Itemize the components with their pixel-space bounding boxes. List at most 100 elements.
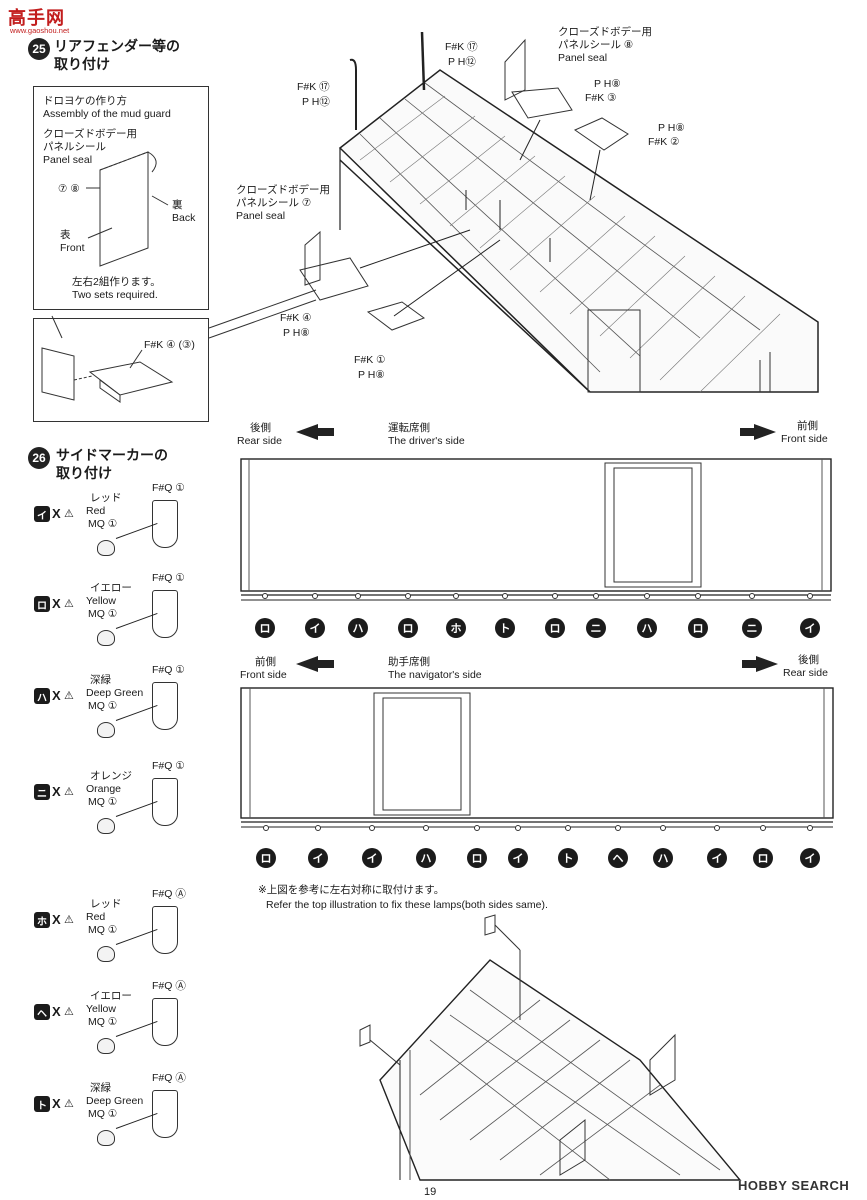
driver-front-en: Front side — [781, 433, 828, 445]
marker-lens-shape — [152, 500, 178, 548]
marker-qty-x: X — [52, 784, 61, 799]
marker-warning-icon: ⚠ — [64, 1006, 74, 1018]
side-marker-badge: イ — [800, 848, 820, 868]
side-marker-lamp — [474, 825, 480, 831]
side-marker-badge: イ — [305, 618, 325, 638]
seal-numbers: ⑦ ⑧ — [58, 183, 80, 195]
page-number: 19 — [424, 1186, 437, 1198]
label-ph12-left: P H⑫ — [302, 96, 330, 108]
marker-warning-icon: ⚠ — [64, 914, 74, 926]
marker-color-jp: イエロー — [90, 582, 132, 594]
marker-part-label: F#Q Ⓐ — [152, 1072, 186, 1084]
top-panel-seal-en: Panel seal — [558, 52, 608, 64]
side-marker-badge: ハ — [637, 618, 657, 638]
side-marker-lamp — [423, 825, 429, 831]
side-marker-lamp — [807, 593, 813, 599]
marker-warning-icon: ⚠ — [64, 598, 74, 610]
side-marker-badge: イ — [508, 848, 528, 868]
mud-guard-title-jp: ドロヨケの作り方 — [43, 95, 127, 107]
driver-rear-jp: 後側 — [250, 422, 271, 434]
step-25-title-1: リアフェンダー等の — [54, 38, 180, 54]
side-marker-lamp — [262, 593, 268, 599]
side-marker-lamp — [807, 825, 813, 831]
note-jp: ※上図を参考に左右対称に取付けます。 — [258, 884, 445, 896]
watermark-logo-cn: 高手网 — [8, 8, 65, 28]
marker-part-label: F#Q Ⓐ — [152, 980, 186, 992]
panel-seal-jp-2: パネルシール — [43, 141, 106, 153]
two-sets-en: Two sets required. — [72, 289, 158, 301]
marker-mq-label: MQ ① — [88, 796, 118, 808]
side-marker-badge: ヘ — [608, 848, 628, 868]
marker-bulb-shape — [97, 722, 115, 738]
label-fk17-top: F#K ⑰ — [445, 41, 478, 53]
marker-part-label: F#Q Ⓐ — [152, 888, 186, 900]
label-ph8-a: P H⑧ — [594, 78, 621, 90]
marker-bulb-shape — [97, 540, 115, 556]
marker-color-en: Red — [86, 505, 106, 517]
marker-bulb-shape — [97, 630, 115, 646]
side-marker-lamp — [644, 593, 650, 599]
nav-front-jp: 前側 — [255, 656, 276, 668]
side-marker-badge: ロ — [256, 848, 276, 868]
marker-key-badge: ヘ — [34, 1004, 50, 1020]
side-marker-badge: ロ — [753, 848, 773, 868]
side-marker-badge: イ — [308, 848, 328, 868]
side-marker-lamp — [593, 593, 599, 599]
side-marker-lamp — [453, 593, 459, 599]
marker-part-label: F#Q ① — [152, 482, 185, 494]
step-26-title-1: サイドマーカーの — [56, 447, 168, 463]
label-fk4: F#K ④ — [280, 312, 312, 324]
side-marker-badge: イ — [707, 848, 727, 868]
side-marker-badge: ロ — [398, 618, 418, 638]
watermark-hobby-search: HOBBY SEARCH — [738, 1178, 850, 1193]
panel-seal-jp-1: クローズドボデー用 — [43, 128, 137, 140]
marker-bulb-shape — [97, 818, 115, 834]
side-marker-lamp — [615, 825, 621, 831]
side-marker-lamp — [714, 825, 720, 831]
marker-lens-shape — [152, 682, 178, 730]
marker-color-en: Deep Green — [86, 1095, 144, 1107]
step-25-title-2: 取り付け — [54, 56, 110, 72]
marker-lens-shape — [152, 906, 178, 954]
marker-warning-icon: ⚠ — [64, 690, 74, 702]
side-marker-lamp — [749, 593, 755, 599]
marker-qty-x: X — [52, 506, 61, 521]
nav-rear-jp: 後側 — [798, 654, 819, 666]
side-marker-lamp — [565, 825, 571, 831]
side-marker-badge: イ — [362, 848, 382, 868]
side-marker-lamp — [405, 593, 411, 599]
marker-qty-x: X — [52, 912, 61, 927]
left-panel-seal-en: Panel seal — [236, 210, 286, 222]
side-marker-lamp — [315, 825, 321, 831]
marker-mq-label: MQ ① — [88, 1108, 118, 1120]
label-fk3: F#K ③ — [585, 92, 617, 104]
marker-color-jp: オレンジ — [90, 770, 132, 782]
side-marker-badge: ロ — [467, 848, 487, 868]
side-marker-lamp — [369, 825, 375, 831]
back-jp: 裏 — [172, 199, 183, 211]
mud-guard-detail-box — [33, 318, 209, 422]
driver-side-jp: 運転席側 — [388, 422, 430, 434]
step-26-badge: 26 — [28, 447, 50, 469]
marker-mq-label: MQ ① — [88, 608, 118, 620]
driver-side-en: The driver's side — [388, 435, 465, 447]
side-marker-lamp — [502, 593, 508, 599]
marker-color-en: Yellow — [86, 595, 116, 607]
marker-color-en: Deep Green — [86, 687, 144, 699]
side-marker-lamp — [312, 593, 318, 599]
marker-color-jp: イエロー — [90, 990, 132, 1002]
back-en: Back — [172, 212, 196, 224]
top-panel-seal-jp-2: パネルシール ⑧ — [558, 39, 634, 51]
top-panel-seal-jp-1: クローズドボデー用 — [558, 26, 652, 38]
side-marker-badge: ニ — [742, 618, 762, 638]
step-26-title-2: 取り付け — [56, 465, 112, 481]
marker-bulb-shape — [97, 1130, 115, 1146]
marker-qty-x: X — [52, 1004, 61, 1019]
mud-guard-title-en: Assembly of the mud guard — [43, 108, 171, 120]
side-marker-lamp — [515, 825, 521, 831]
side-marker-badge: ロ — [255, 618, 275, 638]
